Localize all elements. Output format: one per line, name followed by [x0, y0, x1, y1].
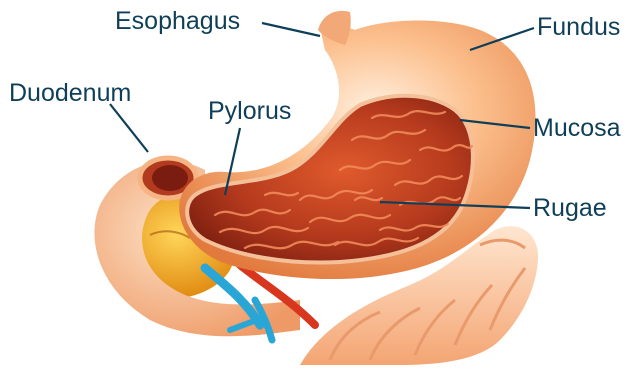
pyloric-opening — [152, 165, 188, 191]
fundus-label: Fundus — [537, 15, 620, 40]
mucosa-label: Mucosa — [533, 116, 621, 141]
esophagus-leader-line — [262, 23, 320, 36]
duodenum-leader-line — [110, 104, 148, 152]
rugae-label: Rugae — [533, 196, 607, 221]
duodenum-label: Duodenum — [9, 81, 131, 106]
pylorus-label: Pylorus — [208, 99, 291, 124]
esophagus-label: Esophagus — [115, 9, 240, 34]
